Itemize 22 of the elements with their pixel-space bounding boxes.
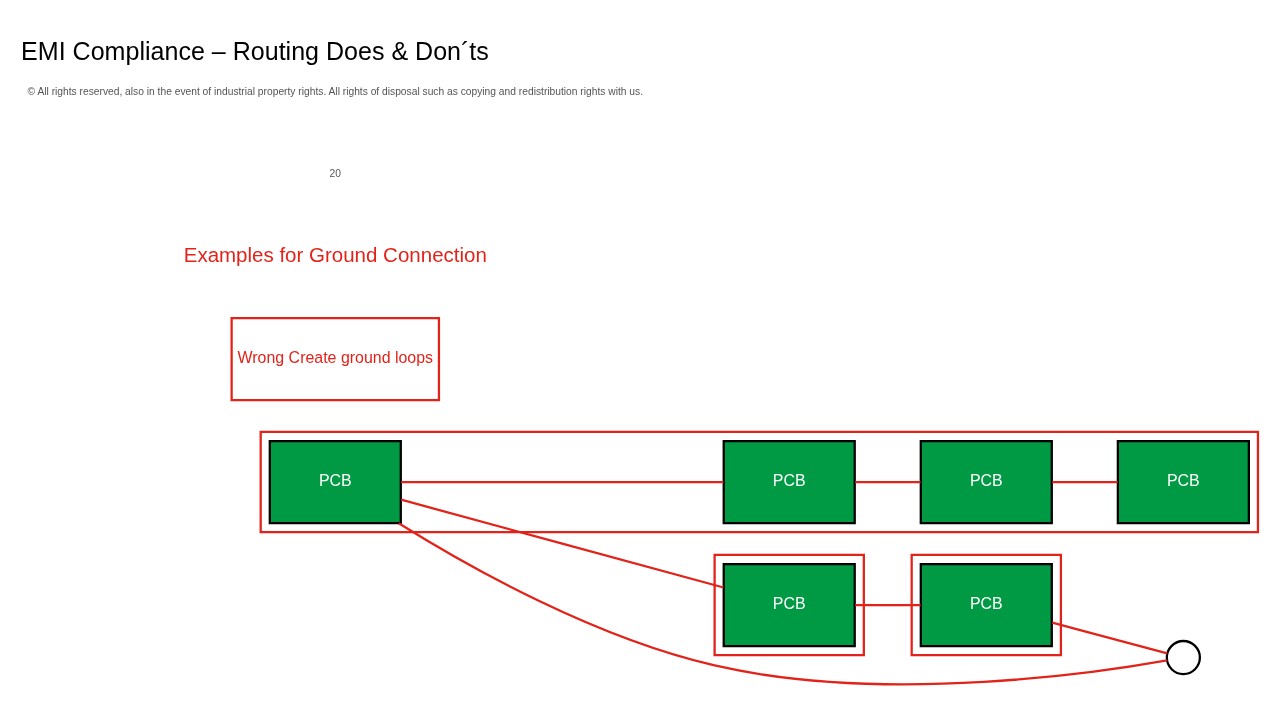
cluster (713, 553, 865, 657)
label: Examples for Ground Connection (183, 242, 487, 266)
cluster (259, 430, 1260, 534)
node-box: PCB (919, 439, 1053, 525)
connector (1052, 621, 1168, 655)
connector (400, 498, 724, 589)
connector (855, 480, 921, 484)
node-box: Wrong Create ground loops (230, 316, 441, 402)
node-box: PCB (268, 439, 402, 525)
label: © All rights reserved, also in the event of industrial property rights. All rights of disposal such as copying and redistribution rights with us. (27, 86, 644, 98)
connector (1052, 480, 1118, 484)
node-circle (1165, 639, 1201, 676)
node-box: PCB (919, 562, 1053, 648)
cluster (910, 553, 1063, 657)
node-box: PCB (722, 439, 856, 525)
diagram-title: EMI Compliance – Routing Does & Don´ts (21, 37, 489, 66)
connector (398, 522, 1168, 686)
node-box: PCB (1116, 439, 1250, 525)
node-box: PCB (722, 562, 856, 648)
connector (855, 603, 921, 607)
connector (401, 480, 724, 484)
label: 20 (329, 168, 341, 180)
